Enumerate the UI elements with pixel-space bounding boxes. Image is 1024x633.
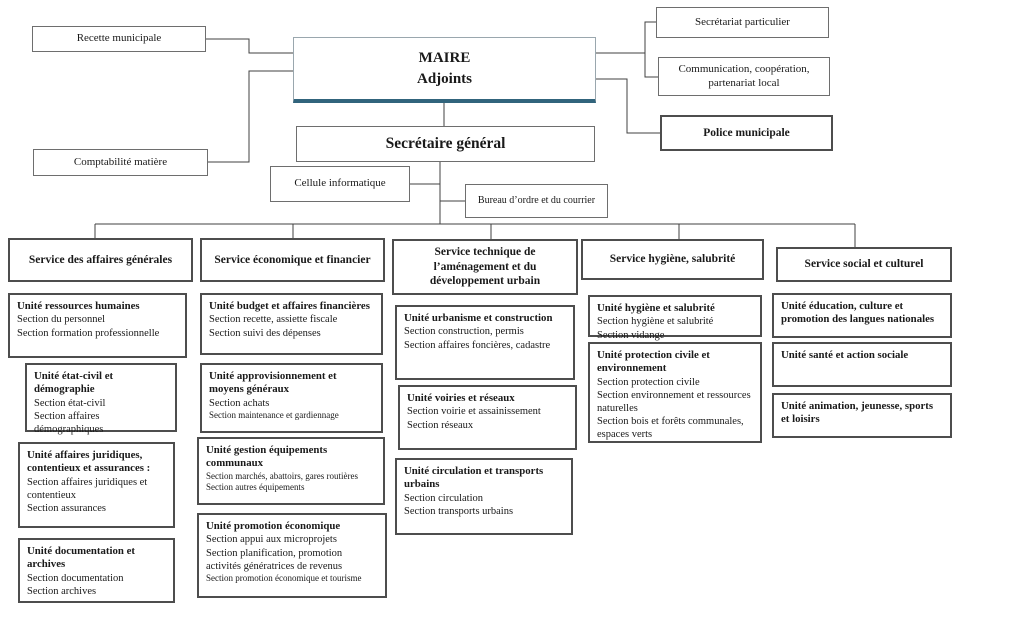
unit-title: Unité voiries et réseaux — [407, 392, 515, 404]
unit-section: Section environnement et ressources natu… — [597, 390, 751, 415]
connector-comptabilite-maire — [208, 70, 293, 163]
unit-animation-jeunesse-sports: Unité animation, jeunesse, sports et loi… — [772, 393, 952, 438]
unit-section: Section protection civile — [597, 376, 700, 388]
unit-section: Section affaires juridiques et contentie… — [27, 476, 148, 502]
unit-section: Section réseaux — [407, 419, 474, 431]
unit-title: Unité éducation, culture et promotion de… — [781, 300, 935, 326]
unit-approvisionnement-moyens: Unité approvisionnement et moyens généra… — [200, 363, 383, 433]
service-technique-urbain: Service technique de l’aménagement et du… — [392, 239, 578, 295]
unit-circulation-transports: Unité circulation et transports urbains … — [395, 458, 573, 535]
service-affaires-generales: Service des affaires générales — [8, 238, 193, 282]
unit-section: Section planification, promotion activit… — [206, 547, 343, 572]
unit-affaires-juridiques: Unité affaires juridiques, contentieux e… — [18, 442, 175, 528]
unit-budget-affaires-financieres: Unité budget et affaires financières Sec… — [200, 293, 383, 355]
unit-title: Unité santé et action sociale — [781, 349, 909, 361]
maire-title: MAIRE — [418, 50, 471, 67]
node-recette-municipale: Recette municipale — [32, 26, 206, 52]
unit-section: Section promotion économique et tourisme — [206, 572, 362, 583]
node-comptabilite-matiere: Comptabilité matière — [33, 149, 208, 176]
node-secretaire-general: Secrétaire général — [296, 126, 595, 162]
unit-promotion-economique: Unité promotion économique Section appui… — [197, 513, 387, 598]
unit-section: Section affaires foncières, cadastre — [404, 339, 551, 351]
unit-title: Unité urbanisme et construction — [404, 312, 553, 324]
unit-etat-civil-demographie: Unité état-civil et démographie Section … — [25, 363, 177, 435]
node-maire-adjoints: MAIRE Adjoints — [293, 37, 596, 103]
node-police-municipale: Police municipale — [660, 115, 833, 151]
service-social-culturel: Service social et culturel — [776, 247, 952, 282]
unit-title: Unité promotion économique — [206, 520, 341, 532]
unit-section: Section marchés, abattoirs, gares routiè… — [206, 470, 358, 481]
unit-section: Section vidange — [597, 329, 665, 341]
unit-section: Section formation professionnelle — [17, 327, 160, 339]
unit-title: Unité hygiène et salubrité — [597, 302, 715, 314]
unit-section: Section assurances — [27, 503, 107, 515]
unit-documentation-archives: Unité documentation et archives Section … — [18, 538, 175, 603]
unit-title: Unité documentation et archives — [27, 545, 135, 571]
node-communication-cooperation: Communication, coopération, partenariat … — [658, 57, 830, 96]
service-hygiene-salubrite: Service hygiène, salubrité — [581, 239, 764, 280]
unit-gestion-equipements: Unité gestion équipements communaux Sect… — [197, 437, 385, 505]
unit-section: Section autres équipements — [206, 482, 305, 493]
unit-title: Unité budget et affaires financières — [209, 300, 370, 312]
unit-title: Unité gestion équipements communaux — [206, 444, 328, 470]
unit-title: Unité approvisionnement et moyens généra… — [209, 370, 337, 396]
unit-voiries-reseaux: Unité voiries et réseaux Section voirie … — [398, 385, 577, 450]
unit-section: Section documentation — [27, 572, 124, 584]
node-cellule-informatique: Cellule informatique — [270, 166, 410, 202]
unit-section: Section maintenance et gardiennage — [209, 410, 339, 421]
service-economique-financier: Service économique et financier — [200, 238, 385, 282]
unit-section: Section achats — [209, 397, 270, 409]
unit-urbanisme-construction: Unité urbanisme et construction Section … — [395, 305, 575, 380]
unit-section: Section circulation — [404, 492, 484, 504]
unit-title: Unité circulation et transports urbains — [404, 465, 544, 491]
unit-section: Section hygiène et salubrité — [597, 316, 714, 328]
unit-ressources-humaines: Unité ressources humaines Section du per… — [8, 293, 187, 358]
maire-subtitle: Adjoints — [416, 70, 472, 87]
unit-section: Section archives — [27, 586, 97, 598]
unit-section: Section transports urbains — [404, 506, 514, 518]
unit-title: Unité animation, jeunesse, sports et loi… — [781, 400, 934, 426]
unit-protection-civile-environnement: Unité protection civile et environnement… — [588, 342, 762, 443]
unit-sante-action-sociale: Unité santé et action sociale — [772, 342, 952, 387]
unit-section: Section voirie et assainissement — [407, 406, 541, 418]
unit-title: Unité ressources humaines — [17, 300, 140, 312]
node-bureau-ordre-courrier: Bureau d’ordre et du courrier — [465, 184, 608, 218]
unit-title: Unité protection civile et environnement — [597, 349, 710, 375]
connector-maire-police — [596, 78, 660, 134]
unit-section: Section appui aux microprojets — [206, 534, 337, 546]
unit-section: Section recette, assiette fiscale — [209, 314, 338, 326]
unit-section: Section suivi des dépenses — [209, 327, 321, 339]
unit-section: Section état-civil — [34, 397, 106, 409]
connector-recette-maire — [206, 38, 293, 54]
unit-education-culture-langues: Unité éducation, culture et promotion de… — [772, 293, 952, 338]
node-secretariat-particulier: Secrétariat particulier — [656, 7, 829, 38]
unit-section: Section construction, permis — [404, 326, 524, 338]
unit-title: Unité affaires juridiques, contentieux e… — [27, 449, 151, 475]
unit-section: Section affaires démographiques — [34, 411, 104, 436]
unit-title: Unité état-civil et démographie — [34, 370, 114, 396]
unit-section: Section bois et forêts communales, espac… — [597, 416, 744, 441]
unit-section: Section du personnel — [17, 314, 106, 326]
unit-hygiene-salubrite: Unité hygiène et salubrité Section hygiè… — [588, 295, 762, 341]
